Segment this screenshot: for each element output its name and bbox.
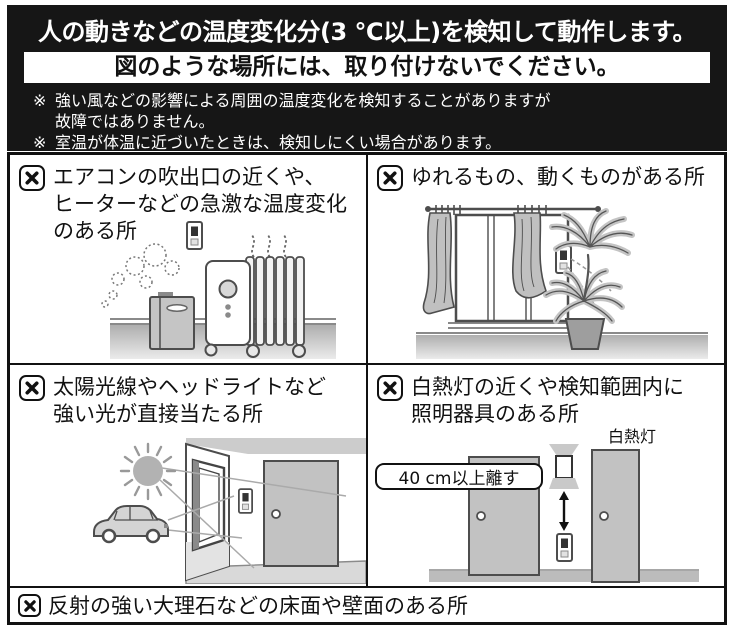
warning-header: 人の動きなどの温度変化分(3 ℃以上)を検知して動作します。 図のような場所には…	[7, 5, 727, 153]
prohibited-icon	[19, 375, 45, 401]
cell-lamp: 白熱灯の近くや検知範囲内に 照明器具のある所 白熱灯 40 cm以上離す	[368, 365, 724, 586]
sunlight-headlight-illustration	[93, 438, 366, 584]
prohibited-icon	[18, 594, 41, 617]
heater-illustration	[101, 235, 336, 359]
cell-moving-objects: ゆれるもの、動くものがある所	[368, 155, 724, 363]
header-title: 人の動きなどの温度変化分(3 ℃以上)を検知して動作します。	[38, 18, 696, 46]
prohibited-icon	[377, 165, 403, 191]
cell-label: エアコンの吹出口の近くや、 ヒーターなどの急激な温度変化 のある所	[53, 165, 347, 243]
prohibited-icon	[377, 375, 403, 401]
cell-label: ゆれるもの、動くものがある所	[411, 165, 705, 189]
header-notes: ※ 強い風などの影響による周囲の温度変化を検知することがありますが 故障ではあり…	[33, 90, 727, 153]
header-subtitle: 図のような場所には、取り付けないでください。	[24, 52, 710, 83]
curtain-plant-illustration	[416, 205, 708, 359]
note-text: 強い風などの影響による周囲の温度変化を検知することがありますが 故障ではありませ…	[55, 91, 551, 131]
footer-label: 反射の強い大理石などの床面や壁面のある所	[48, 594, 468, 618]
note-marker: ※	[33, 91, 47, 110]
note-marker: ※	[33, 133, 47, 152]
note-text: 室温が体温に近づいたときは、検知しにくい場合があります。	[55, 133, 502, 152]
cell-label: 白熱灯の近くや検知範囲内に 照明器具のある所	[411, 375, 684, 426]
lamp-doors-illustration	[429, 444, 699, 583]
note-item: ※ 室温が体温に近づいたときは、検知しにくい場合があります。	[33, 132, 727, 153]
cell-marble-reflection: 反射の強い大理石などの床面や壁面のある所	[10, 588, 724, 622]
distance-callout: 40 cm以上離す	[375, 463, 543, 490]
lamp-label: 白熱灯	[608, 427, 657, 446]
cell-strong-light: 太陽光線やヘッドライトなど 強い光が直接当たる所	[10, 365, 368, 586]
cell-label: 太陽光線やヘッドライトなど 強い光が直接当たる所	[53, 375, 326, 426]
cell-aircon-heater: エアコンの吹出口の近くや、 ヒーターなどの急激な温度変化 のある所	[10, 155, 368, 363]
prohibited-icon	[19, 165, 45, 191]
prohibited-locations-grid: エアコンの吹出口の近くや、 ヒーターなどの急激な温度変化 のある所	[7, 152, 727, 625]
note-item: ※ 強い風などの影響による周囲の温度変化を検知することがありますが 故障ではあり…	[33, 90, 727, 132]
